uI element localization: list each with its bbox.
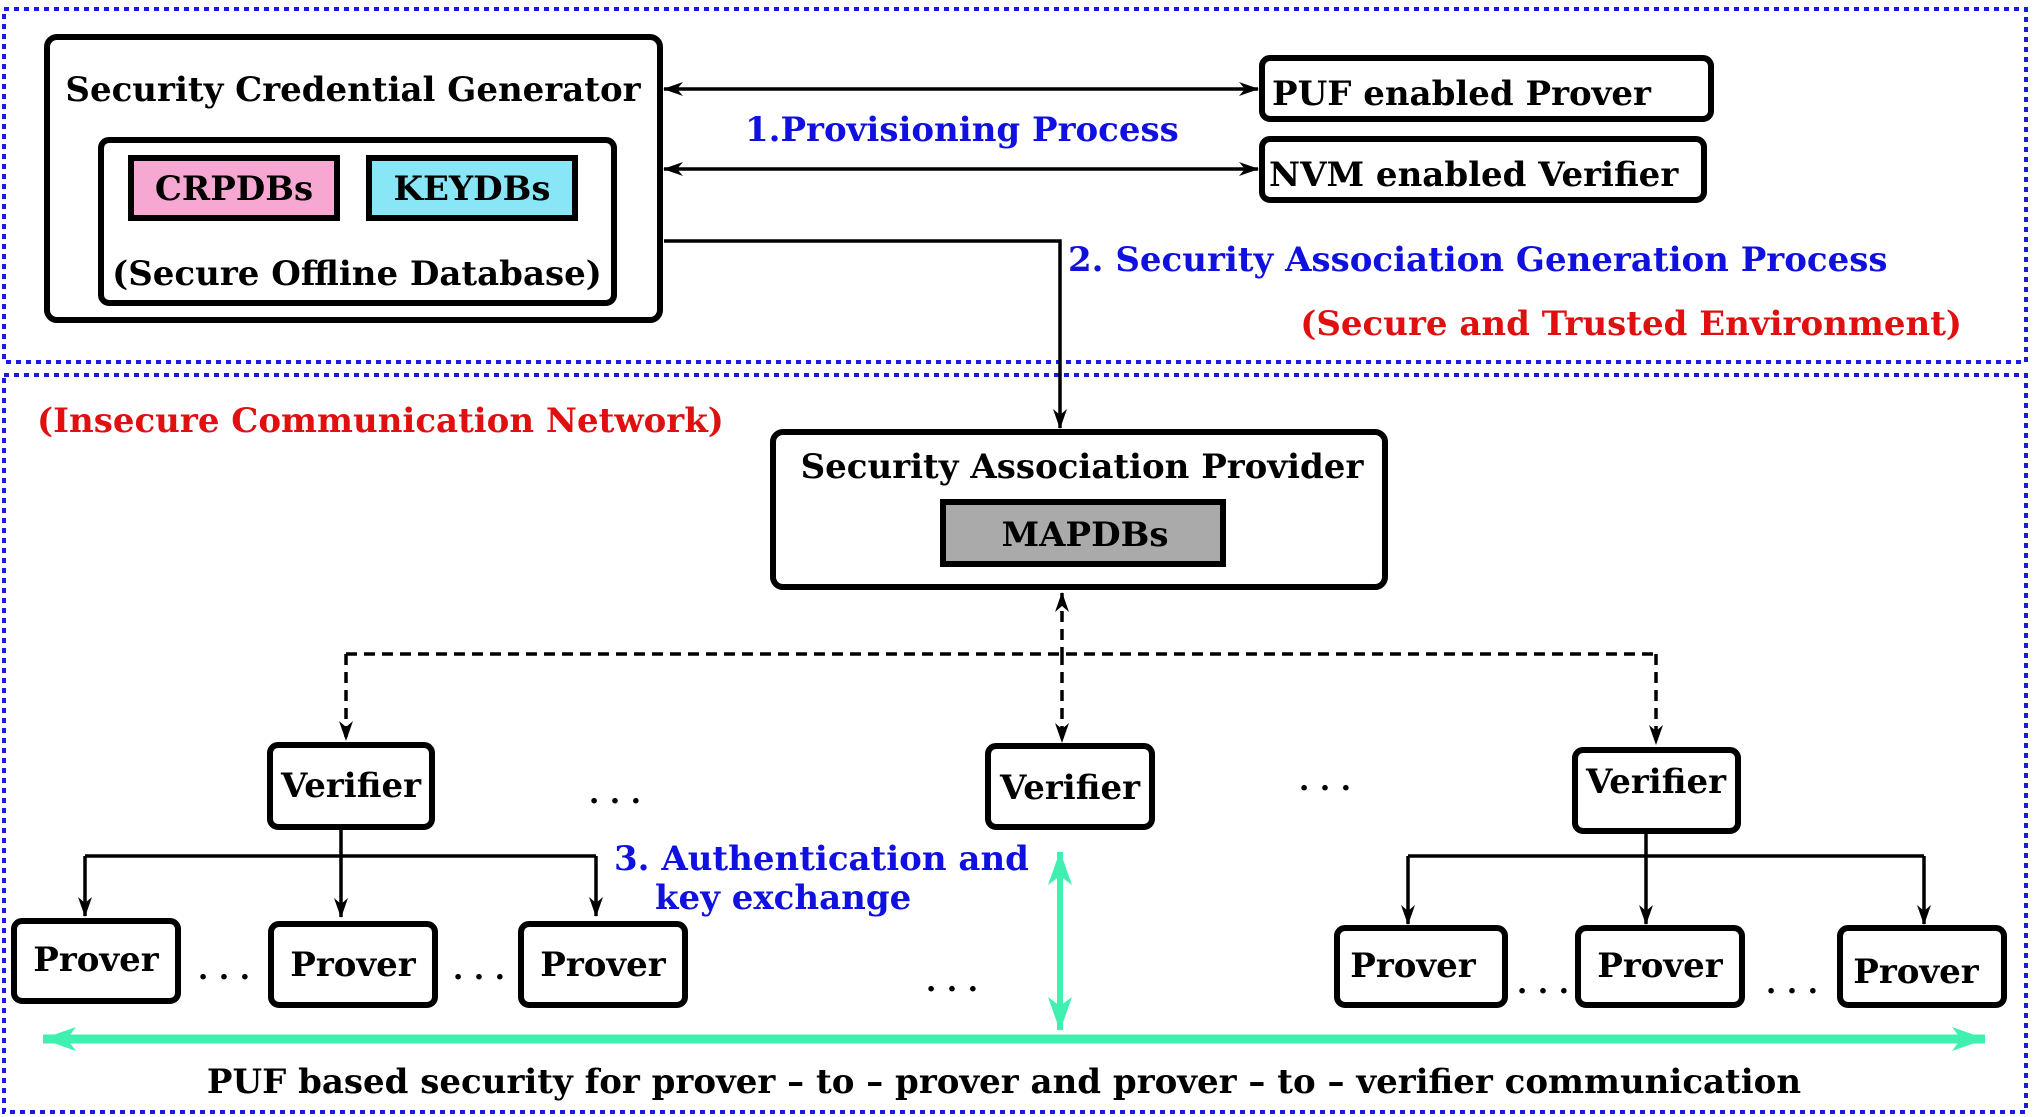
crpdb-label: CRPDBs xyxy=(155,169,313,209)
middle-ellipsis: . . . xyxy=(926,964,978,999)
verifier-box-right xyxy=(1572,747,1741,834)
verifier-box-left xyxy=(267,742,435,830)
verifier-ellipsis-right: . . . xyxy=(1299,763,1351,798)
crpdb-box xyxy=(128,155,340,221)
prover-label-l2: Prover xyxy=(290,945,417,985)
mapdb-box xyxy=(940,499,1226,567)
puf-prover-label: PUF enabled Prover xyxy=(1272,74,1652,114)
association-provider-title: Security Association Provider xyxy=(801,447,1365,487)
prover-ellipsis-l2: . . . xyxy=(453,952,505,987)
nvm-verifier-box xyxy=(1259,136,1707,203)
auth-step-label-line2: key exchange xyxy=(655,878,911,918)
prover-ellipsis-l1: . . . xyxy=(198,952,250,987)
auth-step-label-line1: 3. Authentication and xyxy=(614,839,1029,879)
insecure-zone-label: (Insecure Communication Network) xyxy=(37,401,724,441)
trusted-zone xyxy=(2,7,2028,364)
prover-label-r2: Prover xyxy=(1597,946,1724,986)
offline-db-caption: (Secure Offline Database) xyxy=(112,254,602,294)
verifier-label-right: Verifier xyxy=(1585,762,1727,802)
verifier-ellipsis-left: . . . xyxy=(589,776,641,811)
verifier-label-left: Verifier xyxy=(280,766,422,806)
credential-generator-title: Security Credential Generator xyxy=(65,70,641,110)
prover-label-r1: Prover xyxy=(1350,946,1477,986)
prover-box-l1 xyxy=(11,918,181,1004)
nvm-verifier-label: NVM enabled Verifier xyxy=(1269,155,1679,195)
prover-box-r2 xyxy=(1575,925,1745,1008)
prover-label-l3: Prover xyxy=(540,945,667,985)
provisioning-step-label: 1.Provisioning Process xyxy=(745,110,1179,150)
prover-ellipsis-r2: . . . xyxy=(1766,966,1818,1001)
keydb-box xyxy=(366,155,578,221)
verifier-label-middle: Verifier xyxy=(999,768,1141,808)
mapdb-label: MAPDBs xyxy=(1002,515,1169,555)
prover-box-l3 xyxy=(518,921,688,1008)
puf-prover-box xyxy=(1259,55,1714,122)
prover-box-r3 xyxy=(1837,925,2007,1008)
trusted-zone-label: (Secure and Trusted Environment) xyxy=(1300,304,1962,344)
insecure-zone xyxy=(2,373,2028,1114)
association-arrow xyxy=(664,239,1067,429)
verifier-box-middle xyxy=(985,743,1155,830)
prover-label-l1: Prover xyxy=(33,940,160,980)
keydb-label: KEYDBs xyxy=(393,169,550,209)
bottom-caption: PUF based security for prover – to – pro… xyxy=(207,1062,1801,1102)
prover-box-r1 xyxy=(1334,925,1508,1008)
association-step-label: 2. Security Association Generation Proce… xyxy=(1068,240,1888,280)
prover-ellipsis-r1: . . . xyxy=(1517,966,1569,1001)
prover-label-r3: Prover xyxy=(1853,952,1980,992)
prover-box-l2 xyxy=(268,921,438,1008)
